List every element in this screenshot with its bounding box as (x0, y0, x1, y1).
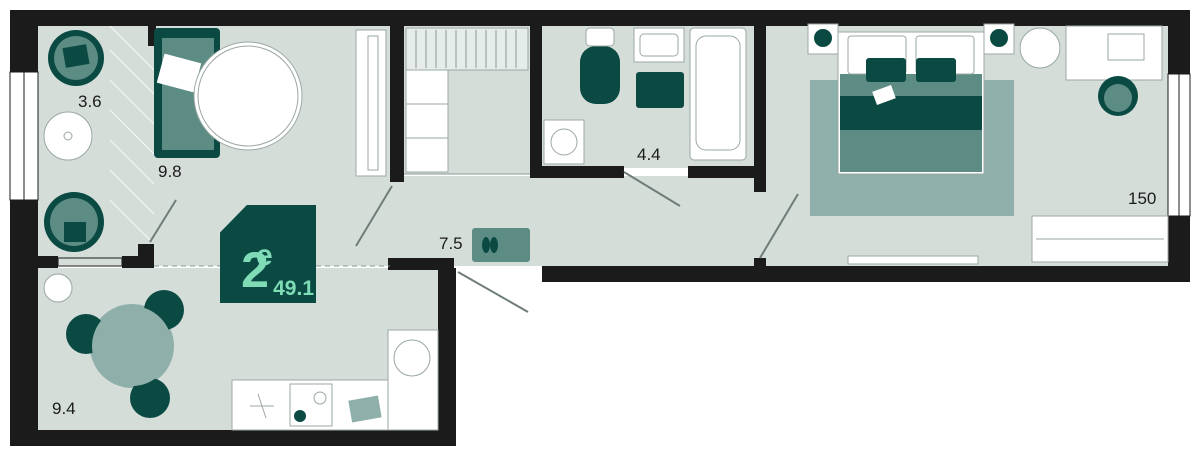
outer-wall-right-bottom (1168, 216, 1190, 282)
desk (1065, 25, 1163, 81)
kitchen-plant (43, 273, 73, 303)
cutting-board (348, 395, 382, 423)
kitchen-sink (393, 339, 431, 377)
wardrobe-furniture (404, 27, 530, 175)
area-living: 9.8 (158, 162, 182, 181)
rooms-code: 2 (241, 242, 269, 298)
bathroom-furniture (543, 27, 747, 207)
wall-hall-stub (388, 258, 454, 270)
walls (10, 10, 1190, 446)
outer-wall-right-top (1168, 10, 1190, 74)
door-mat (472, 228, 530, 262)
balcony-furniture (43, 30, 104, 252)
outer-wall-right-kitchen (438, 268, 456, 446)
door-bedroom (759, 193, 799, 259)
window-balcony-bottom (57, 257, 123, 267)
wall-bedroom-stub (754, 258, 766, 268)
hall-floor (390, 176, 764, 266)
bedroom-furniture (759, 23, 1169, 265)
outer-wall-top (10, 10, 1190, 26)
wall-bath-bottom-a (530, 166, 624, 178)
door-living (149, 199, 177, 243)
apartment-badge: 2 e 49.1 (220, 205, 316, 303)
rooms-suffix: e (256, 239, 273, 272)
wall-balcony-bottom-a (38, 256, 58, 268)
plant (1019, 27, 1061, 69)
hall-furniture (457, 228, 530, 313)
balcony-hatch (109, 25, 155, 241)
outer-wall-bottom (10, 430, 456, 446)
total-area: 49.1 (273, 277, 314, 300)
wall-mirror (355, 29, 387, 177)
wall-bath-bedroom (754, 10, 766, 192)
wall-wardrobe-bath (530, 10, 542, 178)
kitchen-furniture (43, 273, 439, 431)
toilet (580, 46, 620, 104)
balcony-table (43, 111, 93, 161)
area-hall: 7.5 (439, 234, 463, 253)
radiator (847, 255, 979, 265)
wall-balcony-living-top (148, 10, 156, 46)
door-bathroom (623, 171, 681, 207)
hanging-rail (405, 27, 529, 71)
area-bedroom: 150 (1128, 189, 1157, 208)
wall-stub-living (138, 244, 154, 266)
living-furniture (149, 28, 393, 247)
round-rug (193, 41, 303, 151)
entrance-door (457, 271, 529, 313)
washing-machine (543, 119, 585, 165)
windows (9, 71, 1191, 267)
wall-bath-bottom-b (688, 166, 764, 178)
sink (633, 27, 685, 63)
bath-mat (636, 72, 684, 108)
bathtub (689, 27, 747, 161)
chair-bottom (130, 378, 170, 418)
shelving (405, 69, 449, 173)
wall-living-wardrobe (390, 10, 404, 182)
area-balcony: 3.6 (78, 92, 102, 111)
outer-wall-left-bottom (10, 200, 38, 446)
outer-wall-bottom-right (542, 266, 1190, 282)
area-kitchen: 9.4 (52, 399, 76, 418)
outer-wall-left-top (10, 10, 38, 72)
area-bathroom: 4.4 (637, 145, 661, 164)
